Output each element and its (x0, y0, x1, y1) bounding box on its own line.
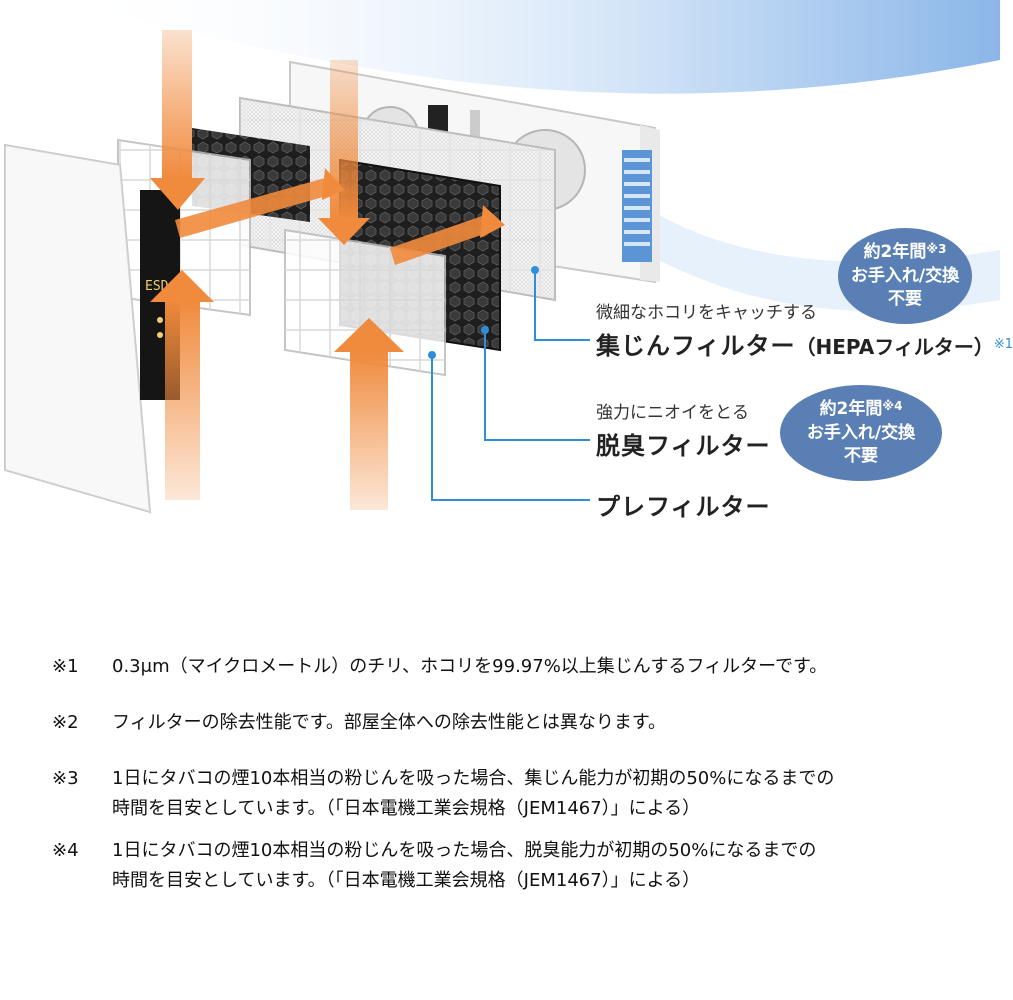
badge-line1: 約2年間 (819, 399, 883, 419)
pre-name: プレフィルター (596, 493, 771, 521)
footnote-text: 1日にタバコの煙10本相当の粉じんを吸った場合、脱臭能力が初期の50%になるまで… (112, 840, 817, 861)
footnote-4: ※4 1日にタバコの煙10本相当の粉じんを吸った場合、脱臭能力が初期の50%になる… (52, 836, 816, 892)
footnote-continuation: 時間を目安としています。（「日本電機工業会規格（JEM1467）」による） (112, 870, 701, 891)
hepa-desc: 微細なホコリをキャッチする (596, 303, 817, 323)
footnote-text: 1日にタバコの煙10本相当の粉じんを吸った場合、集じん能力が初期の50%になるま… (112, 768, 835, 789)
maintenance-badge-hepa: 約2年間※3 お手入れ/交換 不要 (838, 228, 972, 324)
footnote-2: ※2 フィルターの除去性能です。部屋全体への除去性能とは異なります。 (52, 708, 666, 734)
hepa-label: 集じんフィルター（HEPAフィルター）※1 (596, 326, 1013, 361)
filter-diagram: ESD (4, 0, 1000, 514)
hepa-name: 集じんフィルター (596, 332, 796, 360)
badge-line2: お手入れ/交換 (806, 423, 916, 443)
airflow-arrows (150, 30, 505, 510)
hepa-note-mark: ※1 (993, 337, 1013, 352)
leader-lines (431, 270, 590, 501)
deo-desc: 強力にニオイをとる (596, 403, 749, 423)
blue-louver (622, 150, 652, 262)
footnote-3: ※3 1日にタバコの煙10本相当の粉じんを吸った場合、集じん能力が初期の50%にな… (52, 764, 834, 820)
footnote-text: フィルターの除去性能です。部屋全体への除去性能とは異なります。 (112, 712, 667, 733)
badge-line3: 不要 (888, 289, 922, 309)
front-panel: ESD (4, 143, 180, 514)
badge-line1: 約2年間 (863, 242, 927, 262)
badge-line2: お手入れ/交換 (850, 266, 960, 286)
footnote-continuation: 時間を目安としています。（「日本電機工業会規格（JEM1467）」による） (112, 798, 701, 819)
badge-line3: 不要 (844, 446, 878, 466)
hepa-suffix: （HEPAフィルター） (795, 335, 994, 359)
footnote-text: 0.3μm（マイクロメートル）のチリ、ホコリを99.97%以上集じんするフィルタ… (112, 656, 828, 677)
maintenance-badge-deo: 約2年間※4 お手入れ/交換 不要 (780, 385, 942, 481)
badge-mark: ※4 (882, 399, 903, 413)
footnote-mark: ※3 (52, 768, 79, 789)
footnote-mark: ※4 (52, 840, 79, 861)
badge-mark: ※3 (926, 242, 947, 256)
footnote-mark: ※2 (52, 712, 79, 733)
deo-name: 脱臭フィルター (596, 432, 771, 460)
footnote-mark: ※1 (52, 656, 79, 677)
airflow-swoosh (60, 0, 1000, 94)
footnote-1: ※1 0.3μm（マイクロメートル）のチリ、ホコリを99.97%以上集じんするフィ… (52, 652, 827, 678)
